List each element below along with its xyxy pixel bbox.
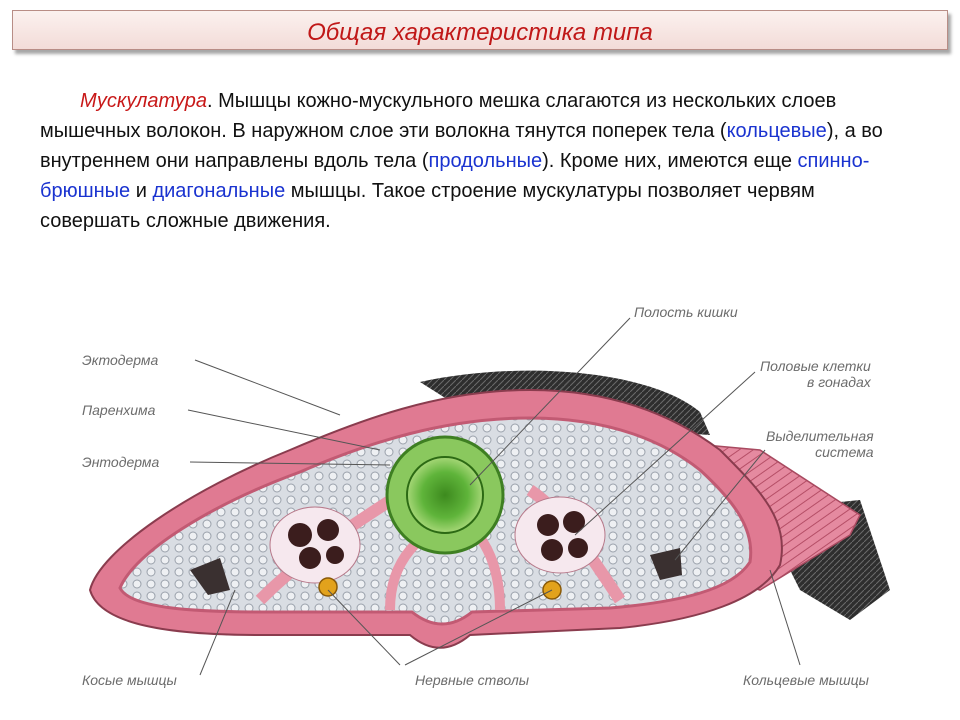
label-parenchyma: Паренхима xyxy=(82,402,156,418)
label-gonads-line1: Половые клетки xyxy=(760,358,871,374)
description-paragraph: Мускулатура. Мышцы кожно-мускульного меш… xyxy=(40,86,920,236)
label-excretory-line1: Выделительная xyxy=(766,428,874,444)
label-nerve-trunks: Нервные стволы xyxy=(415,672,530,688)
term-ring: кольцевые xyxy=(726,120,827,142)
label-excretory-line2: система xyxy=(815,444,874,460)
term-diagonal: диагональные xyxy=(152,180,286,202)
term-musculature: Мускулатура xyxy=(80,90,207,112)
text-part-3: ). Кроме них, имеются еще xyxy=(542,150,798,172)
excretory-right xyxy=(650,548,682,580)
label-endoderm: Энтодерма xyxy=(82,454,160,470)
label-ring-muscles: Кольцевые мышцы xyxy=(743,672,869,688)
leader-lines xyxy=(187,317,801,676)
label-excretory: Выделительная система xyxy=(766,428,874,460)
nerve-left xyxy=(318,577,338,597)
label-ectoderm: Эктодерма xyxy=(82,352,159,368)
worm-cross-section-figure: Эктодерма Паренхима Энтодерма Косые мышц… xyxy=(60,290,920,710)
gut-cavity xyxy=(406,456,484,534)
text-part-2: ), а во внутреннем они направлены вдоль … xyxy=(40,120,883,172)
term-longitudinal: продольные xyxy=(428,150,543,172)
text-part-4: и xyxy=(130,180,153,202)
slide-title-bar: Общая характеристика типа xyxy=(12,10,948,50)
text-part-5: мышцы. Такое строение мускулатуры позвол… xyxy=(40,180,815,232)
text-part-1: . Мышцы кожно-мускульного мешка слагаютс… xyxy=(40,90,837,142)
slide-title: Общая характеристика типа xyxy=(307,19,653,46)
label-gonads-line2: в гонадах xyxy=(807,374,871,390)
excretory-left xyxy=(190,558,230,595)
label-gut-cavity: Полость кишки xyxy=(634,304,738,320)
term-dorsoventral: спинно-брюшные xyxy=(40,150,870,202)
label-oblique-muscles: Косые мышцы xyxy=(82,672,177,688)
gonads-right xyxy=(514,496,606,574)
label-gonads: Половые клетки в гонадах xyxy=(760,358,871,390)
gonads-left xyxy=(269,506,361,584)
cross-section-illustration xyxy=(88,317,890,676)
